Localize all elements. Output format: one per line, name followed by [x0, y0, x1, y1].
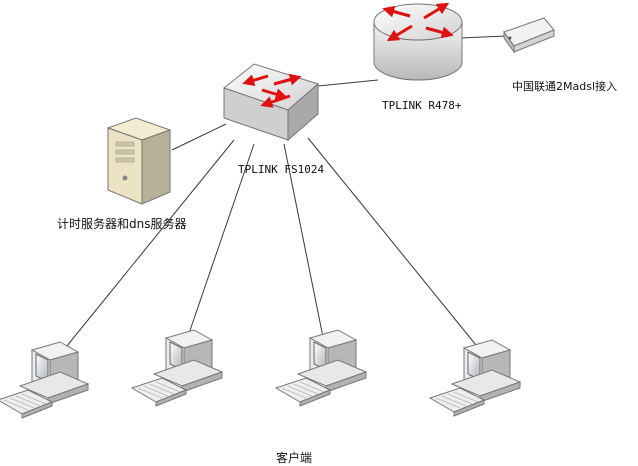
modem-label: 中国联通2Madsl接入: [512, 80, 617, 93]
server-label: 计时服务器和dns服务器: [57, 217, 187, 231]
modem-icon: [503, 17, 555, 54]
link-switch-client-3: [283, 143, 325, 343]
link-switch-client-4: [307, 137, 481, 351]
switch-icon: [222, 63, 320, 142]
client-computer-1: [0, 341, 90, 419]
server-icon: [106, 117, 172, 205]
client-computer-2: [130, 329, 224, 407]
link-router-modem: [459, 35, 507, 39]
switch-label: TPLINK FS1024: [238, 163, 325, 176]
router-icon: [373, 2, 463, 81]
router-label: TPLINK R478+: [382, 99, 462, 112]
clients-label: 客户端: [276, 451, 313, 465]
client-computer-4: [428, 339, 522, 417]
link-switch-router: [317, 79, 379, 87]
client-computer-3: [274, 329, 368, 407]
link-switch-client-1: [61, 139, 235, 353]
link-switch-client-2: [185, 143, 255, 343]
link-switch-server: [171, 123, 227, 151]
connection-lines: [61, 35, 507, 353]
